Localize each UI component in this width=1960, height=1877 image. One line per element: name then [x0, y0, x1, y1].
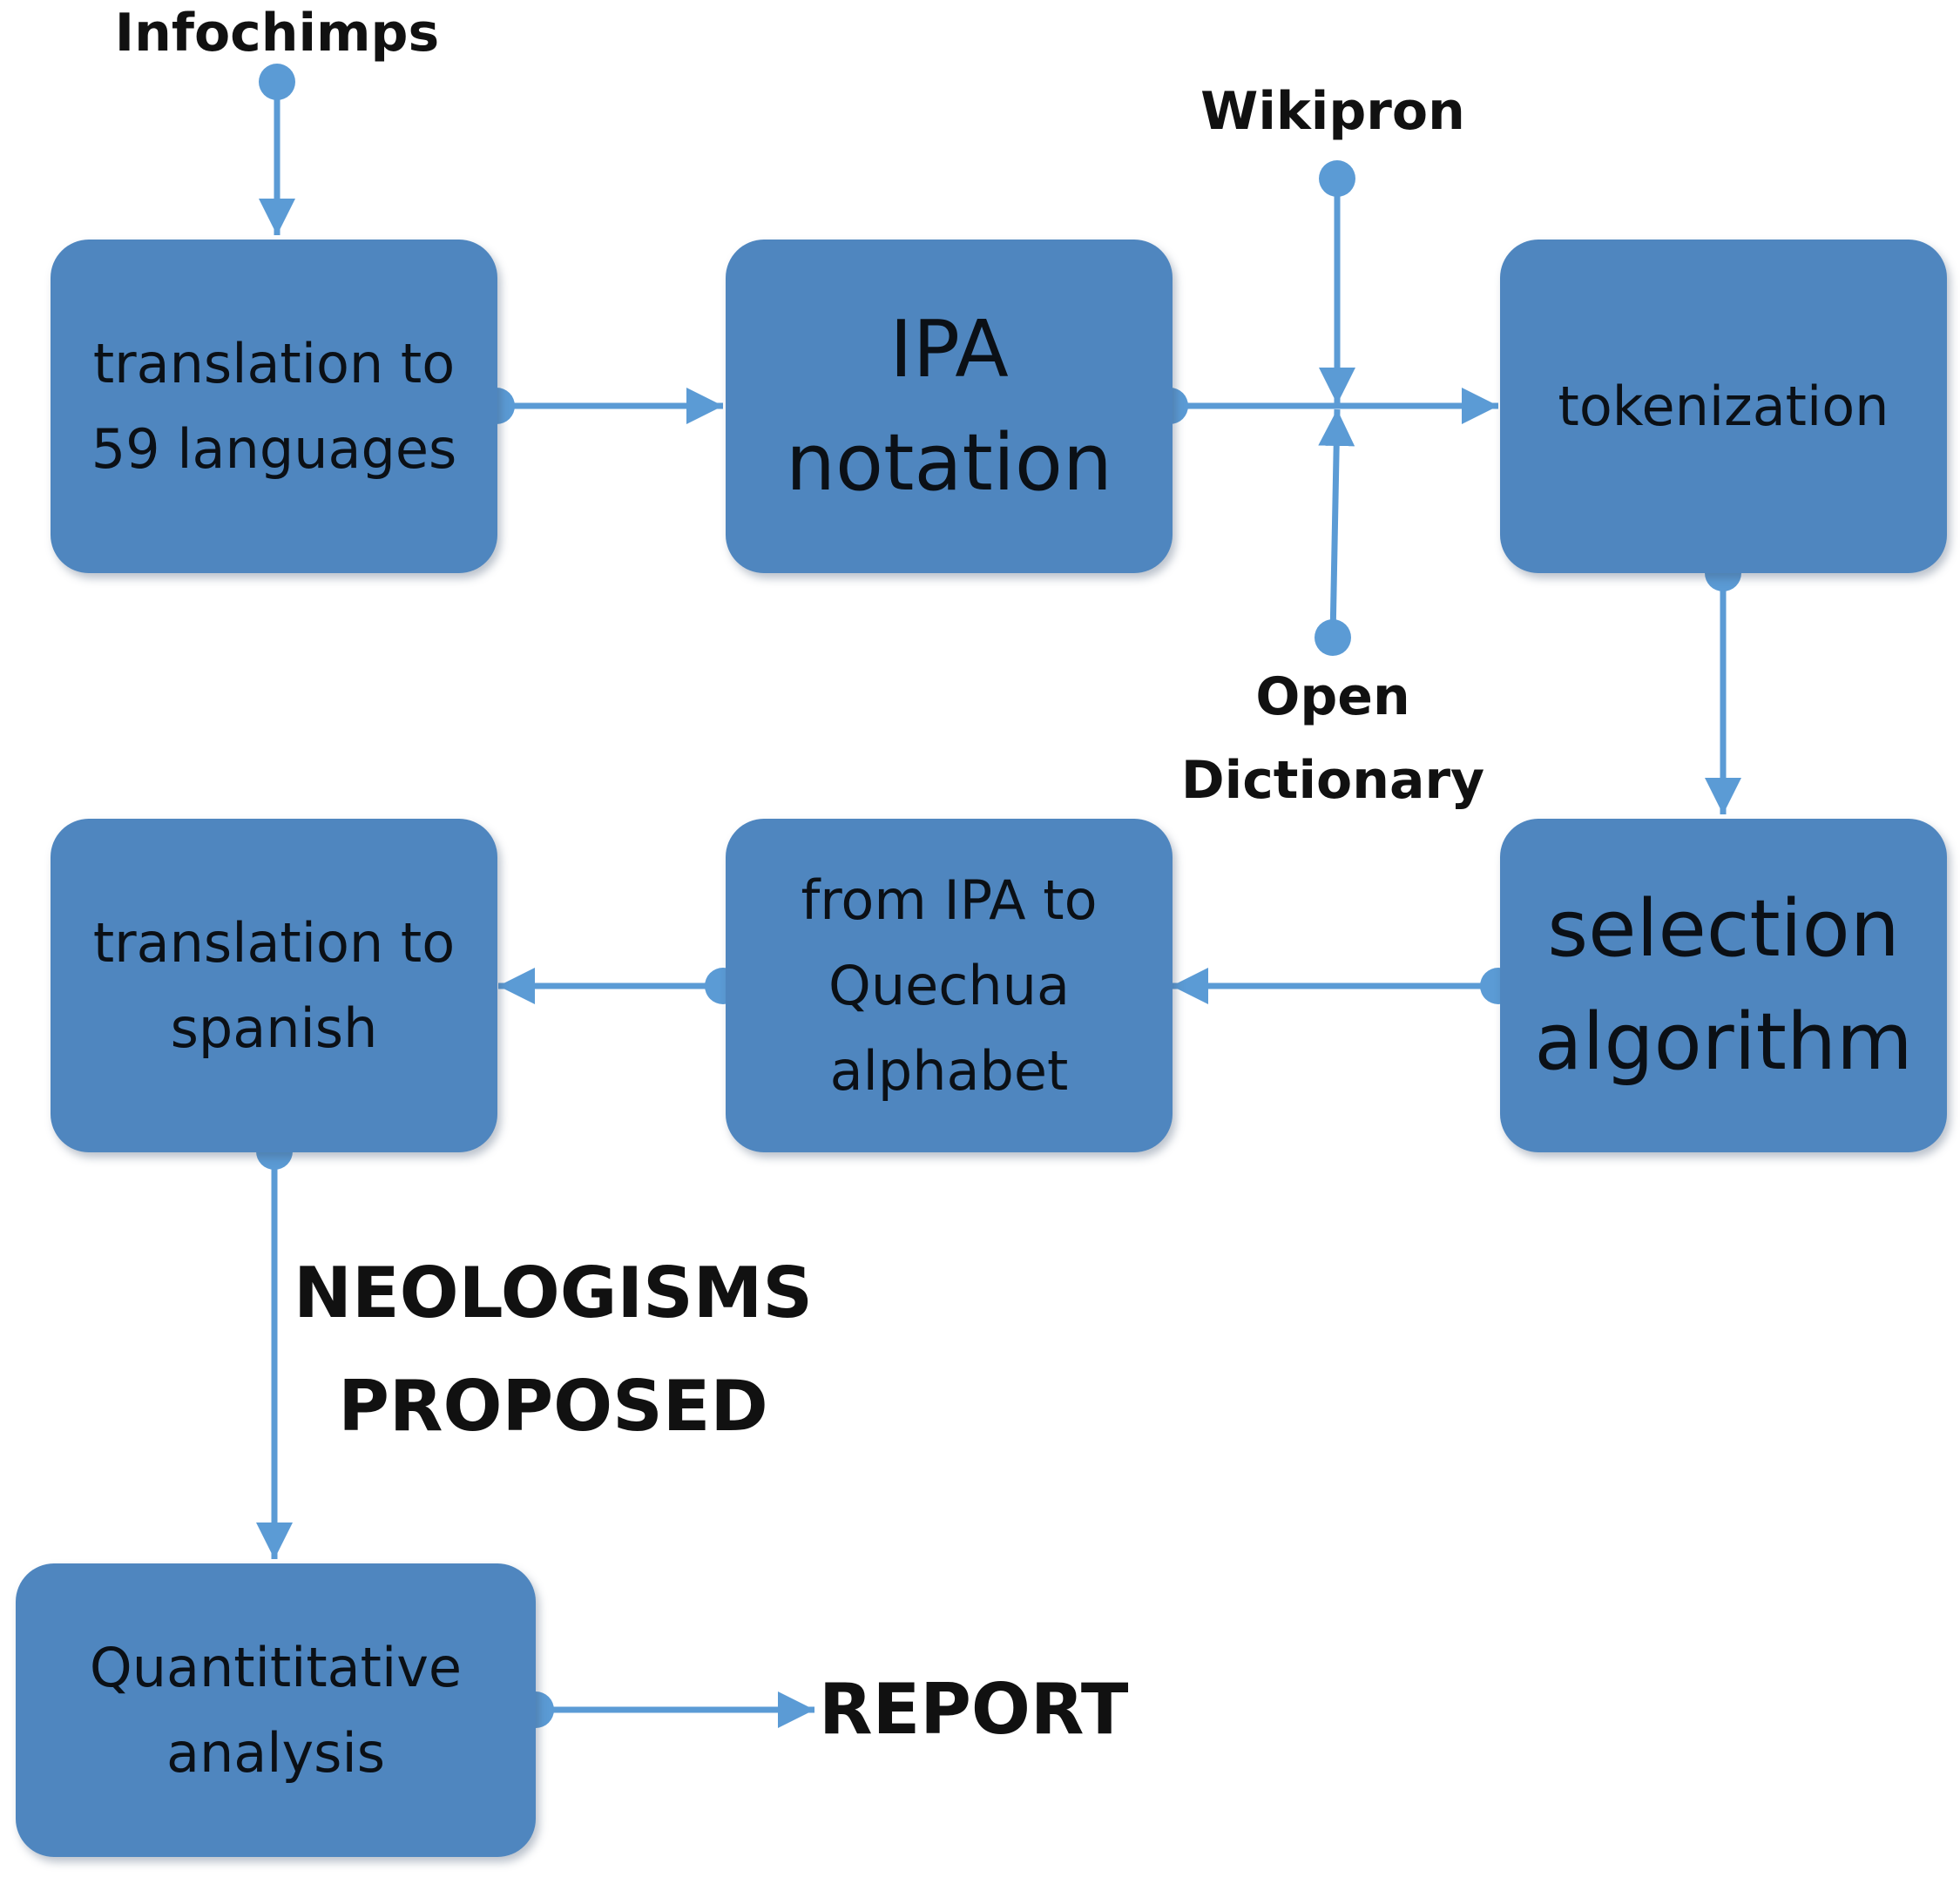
node-text-line: Quantititative — [89, 1635, 463, 1699]
node-translation-59-languages: translation to 59 languages — [51, 240, 497, 573]
node-text-line: selection — [1547, 882, 1900, 975]
node-ipa-notation: IPA notation — [726, 240, 1173, 573]
node-text-line: alphabet — [829, 1038, 1069, 1103]
label-infochimps: Infochimps — [114, 3, 440, 64]
dot-infochimps — [259, 64, 295, 100]
label-line: Open — [1255, 666, 1410, 727]
node-text-line: translation to — [92, 331, 456, 395]
node-text-line: IPA — [889, 303, 1009, 395]
edge-opendictionary-to-junction — [1318, 408, 1355, 638]
node-text-line: from IPA to — [801, 868, 1098, 932]
node-text-line: spanish — [170, 996, 378, 1060]
dot-wikipron — [1319, 160, 1355, 197]
label-line: PROPOSED — [338, 1366, 768, 1447]
label-open-dictionary: Open Dictionary — [1159, 655, 1507, 822]
label-line: NEOLOGISMS — [293, 1252, 813, 1333]
label-line: Dictionary — [1180, 750, 1485, 811]
label-report: REPORT — [819, 1669, 1129, 1750]
node-text-line: 59 languages — [91, 416, 457, 481]
label-wikipron: Wikipron — [1200, 81, 1465, 142]
node-tokenization: tokenization — [1500, 240, 1947, 573]
node-text-line: analysis — [166, 1720, 385, 1785]
node-text-line: translation to — [92, 910, 456, 975]
node-text-line: tokenization — [1558, 374, 1889, 438]
node-selection-algorithm: selection algorithm — [1500, 819, 1947, 1152]
node-text-line: algorithm — [1534, 996, 1913, 1088]
node-text-line: notation — [786, 416, 1112, 509]
node-quantitative-analysis: Quantititative analysis — [16, 1563, 536, 1857]
label-neologisms-proposed: NEOLOGISMS PROPOSED — [274, 1237, 832, 1463]
node-ipa-to-quechua: from IPA to Quechua alphabet — [726, 819, 1173, 1152]
node-translation-spanish: translation to spanish — [51, 819, 497, 1152]
node-text-line: Quechua — [828, 953, 1070, 1017]
dot-open-dictionary — [1315, 619, 1351, 656]
